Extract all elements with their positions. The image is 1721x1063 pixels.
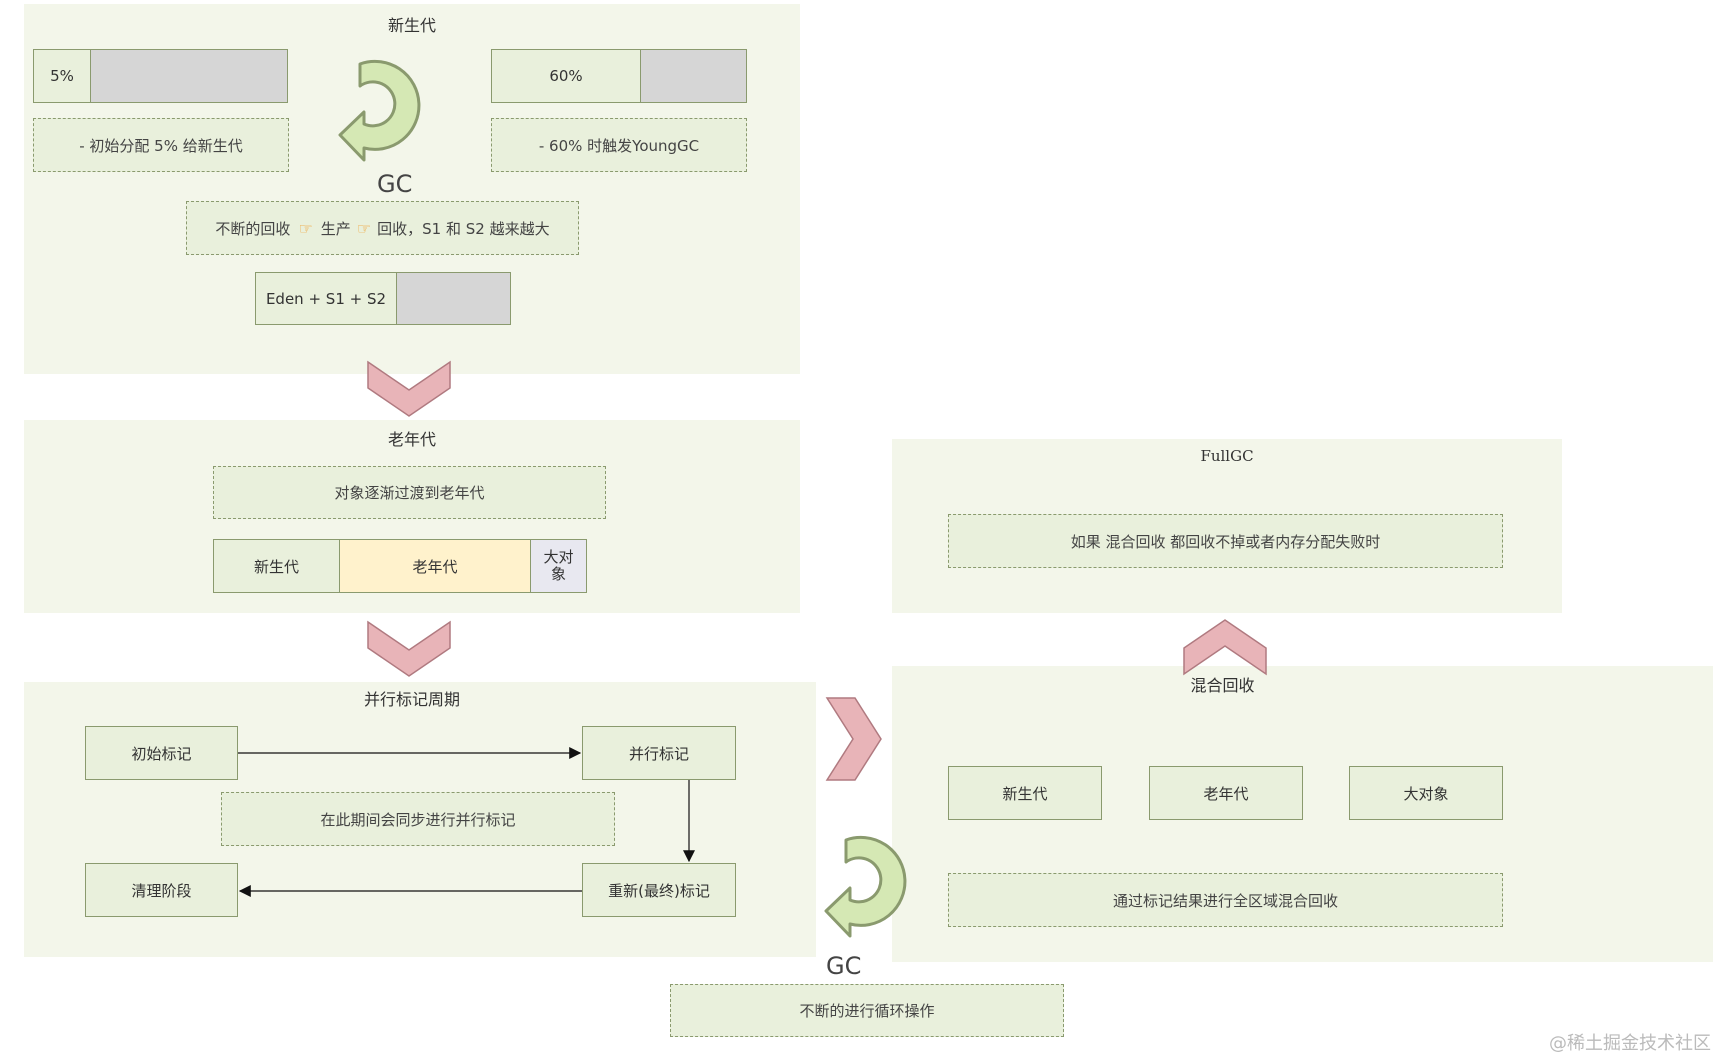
concurrent-mark-text: 并行标记 (628, 744, 689, 763)
young-threshold-percent: 60% (549, 67, 583, 85)
pointing-hand-icon: ☞ (356, 218, 372, 238)
initial-mark-text: 初始标记 (131, 744, 192, 763)
young-gc-label: GC (377, 170, 413, 198)
young-initial-bar-fill (90, 49, 288, 103)
recycle-text-1: 不断的回收 (215, 219, 291, 238)
concurrent-mark-node: 并行标记 (582, 726, 736, 780)
mixed-large-node: 大对象 (1349, 766, 1503, 820)
mixed-gc-note: 通过标记结果进行全区域混合回收 (948, 873, 1503, 927)
old-seg-large-text: 大对象 (543, 548, 574, 583)
remark-node: 重新(最终)标记 (582, 863, 736, 917)
eden-bar-fill (396, 272, 511, 325)
young-initial-bar-label: 5% (33, 49, 91, 103)
loop-note: 不断的进行循环操作 (670, 984, 1064, 1037)
old-seg-young-text: 新生代 (253, 557, 299, 576)
old-seg-young: 新生代 (213, 539, 340, 593)
mixed-gc-title: 混合回收 (1190, 676, 1255, 695)
young-note-threshold-text: - 60% 时触发YoungGC (538, 136, 700, 155)
recycle-text-2: 生产 (320, 219, 351, 238)
old-gen-note: 对象逐渐过渡到老年代 (213, 466, 606, 519)
mixed-old-node: 老年代 (1149, 766, 1303, 820)
cleanup-text: 清理阶段 (131, 881, 192, 900)
mixed-old-text: 老年代 (1203, 784, 1249, 803)
fullgc-note: 如果 混合回收 都回收不掉或者内存分配失败时 (948, 514, 1503, 568)
mixed-young-node: 新生代 (948, 766, 1102, 820)
cleanup-node: 清理阶段 (85, 863, 238, 917)
concurrent-mark-note-text: 在此期间会同步进行并行标记 (320, 810, 516, 829)
young-gen-title: 新生代 (387, 16, 436, 35)
initial-mark-node: 初始标记 (85, 726, 238, 780)
young-note-recycle: 不断的回收 ☞ 生产 ☞ 回收，S1 和 S2 越来越大 (186, 201, 579, 255)
young-threshold-bar-fill (640, 49, 747, 103)
chevron-arrow-icon (825, 697, 882, 781)
young-note-initial: - 初始分配 5% 给新生代 (33, 118, 289, 172)
old-seg-large: 大对象 (530, 539, 587, 593)
watermark: @稀土掘金技术社区 (1549, 1033, 1711, 1054)
pointing-hand-icon: ☞ (298, 218, 313, 238)
mixed-gc-note-text: 通过标记结果进行全区域混合回收 (1112, 891, 1338, 910)
old-seg-old-text: 老年代 (412, 557, 458, 576)
remark-text: 重新(最终)标记 (608, 881, 710, 900)
old-gen-title: 老年代 (387, 430, 436, 449)
loop-gc-label: GC (826, 952, 862, 980)
mixed-young-text: 新生代 (1002, 784, 1048, 803)
young-initial-percent: 5% (50, 67, 74, 85)
fullgc-note-text: 如果 混合回收 都回收不掉或者内存分配失败时 (1070, 532, 1381, 551)
mixed-large-text: 大对象 (1403, 784, 1449, 803)
chevron-arrow-icon (367, 360, 451, 417)
loop-note-text: 不断的进行循环操作 (799, 1002, 935, 1020)
chevron-arrow-icon (1183, 619, 1267, 676)
concurrent-mark-title: 并行标记周期 (363, 690, 460, 709)
young-threshold-bar-label: 60% (491, 49, 641, 103)
circular-arrow-icon (824, 835, 907, 938)
young-note-initial-text: - 初始分配 5% 给新生代 (79, 136, 243, 155)
recycle-text-3: 回收，S1 和 S2 越来越大 (377, 219, 550, 238)
eden-bar-label: Eden + S1 + S2 (255, 272, 397, 325)
young-note-threshold: - 60% 时触发YoungGC (491, 118, 747, 172)
fullgc-title: FullGC (1200, 447, 1254, 465)
concurrent-mark-note: 在此期间会同步进行并行标记 (221, 792, 615, 846)
circular-arrow-icon (338, 59, 421, 162)
eden-text: Eden + S1 + S2 (265, 289, 387, 308)
old-gen-note-text: 对象逐渐过渡到老年代 (334, 484, 485, 502)
chevron-arrow-icon (367, 620, 451, 677)
